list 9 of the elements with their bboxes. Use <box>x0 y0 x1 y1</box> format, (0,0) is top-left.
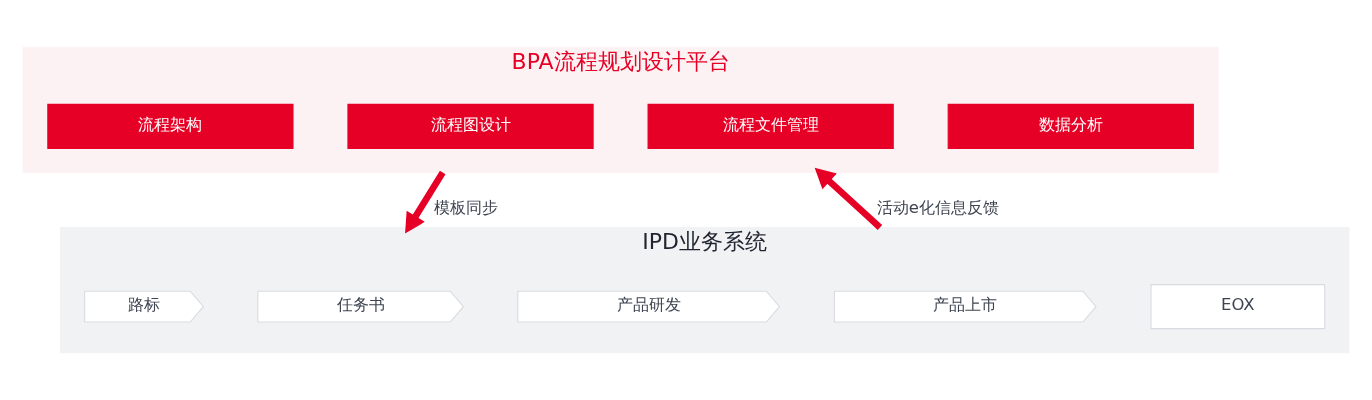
node-box: EOX <box>1150 284 1326 330</box>
node-box: 数据分析 <box>947 103 1194 149</box>
node-box: 流程架构 <box>47 103 294 149</box>
node-box: 流程文件管理 <box>647 103 894 149</box>
edge-label: 模板同步 <box>434 198 499 218</box>
node-box: 流程图设计 <box>347 103 594 149</box>
edge-label: 活动e化信息反馈 <box>876 198 999 218</box>
arrow <box>814 167 883 230</box>
arrow <box>405 170 446 234</box>
